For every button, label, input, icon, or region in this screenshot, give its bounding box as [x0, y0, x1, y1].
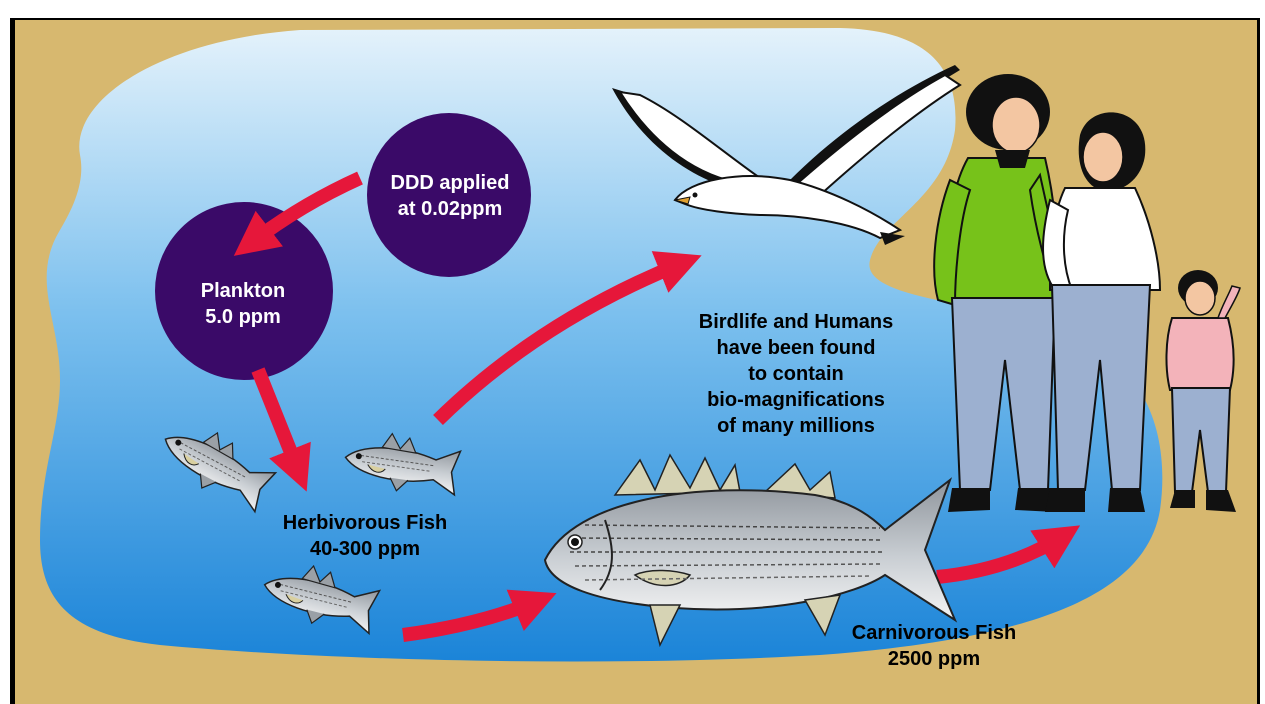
carnivorous-label-line1: Carnivorous Fish [852, 622, 1016, 644]
top-consumers-line-3: to contain [748, 363, 844, 385]
plankton-label-line2: 5.0 ppm [205, 306, 281, 328]
top-consumers-line-5: of many millions [717, 415, 875, 437]
plankton-label-line1: Plankton [201, 280, 285, 302]
source-label-line2: at 0.02ppm [398, 198, 502, 220]
top-consumers-line-2: have been found [717, 337, 876, 359]
herbivorous-label-line2: 40-300 ppm [310, 538, 420, 560]
top-consumers-line-1: Birdlife and Humans [699, 311, 893, 333]
carnivorous-label-line2: 2500 ppm [888, 648, 980, 670]
herbivorous-label-line1: Herbivorous Fish [283, 512, 447, 534]
top-consumers-line-4: bio-magnifications [707, 389, 885, 411]
ddd-source-circle [367, 113, 531, 277]
source-label-line1: DDD applied [391, 172, 510, 194]
